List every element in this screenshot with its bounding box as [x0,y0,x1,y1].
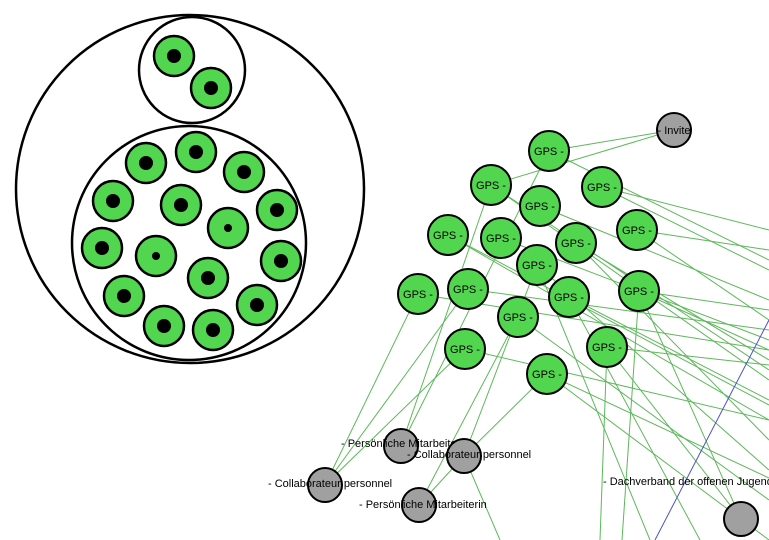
pack-member-node[interactable] [80,226,124,270]
edge-line [400,184,492,447]
gps-node-label: GPS - [525,201,555,213]
pack-member-node[interactable] [189,66,233,110]
entity-node-persoenliche-1[interactable]: - Persönliche Mitarbeiterin [341,428,469,464]
pack-member-node[interactable] [152,34,196,78]
gps-node-label: GPS - [534,146,564,158]
entity-node-label: - Invite [657,125,690,137]
gps-node-label: GPS - [532,369,562,381]
gps-node[interactable]: GPS - [548,276,590,318]
entity-node-label: - Persönliche Mitarbeiterin [359,499,487,511]
gps-node[interactable]: GPS - [497,296,539,338]
gps-node-label: GPS - [450,344,480,356]
gps-node[interactable]: GPS - [480,217,522,259]
gps-node-label: GPS - [622,225,652,237]
pack-member-node[interactable] [206,206,250,250]
pack-member-node[interactable] [102,274,146,318]
edge-line [621,290,640,540]
entity-node-persoenliche-2[interactable]: - Persönliche Mitarbeiterin [359,487,487,523]
pack-small-group-circle [137,15,247,125]
gps-node-label: GPS - [561,238,591,250]
edge-line [467,288,769,331]
pack-member-node[interactable] [222,150,266,194]
gps-node[interactable]: GPS - [447,268,489,310]
edge-line [599,346,608,540]
entity-node-collaborateur-2[interactable]: - Collaborateur personnel [407,438,531,474]
edge-line [490,129,675,186]
gps-node[interactable]: GPS - [470,164,512,206]
gps-node[interactable]: GPS - [516,244,558,286]
edge-line [601,186,769,271]
gps-node[interactable]: GPS - [397,273,439,315]
gps-node-label: GPS - [554,292,584,304]
edge-line [324,293,419,486]
edge-line [324,288,469,486]
gps-node-label: GPS - [503,312,533,324]
gps-node-label: GPS - [476,180,506,192]
pack-member-node[interactable] [124,141,168,185]
gps-node-label: GPS - [592,342,622,354]
gps-node[interactable]: GPS - [616,209,658,251]
pack-member-node[interactable] [259,239,303,283]
gps-node-label: GPS - [486,233,516,245]
edge-line [324,348,466,486]
gps-node-label: GPS - [522,260,552,272]
edge-line [463,264,538,457]
entity-node-collaborateur-1[interactable]: - Collaborateur personnel [268,467,392,503]
edge-line [447,234,769,406]
pack-member-node[interactable] [134,234,178,278]
network-nodes: GPS - GPS - GPS - GPS - GPS - GPS - GPS - GPS -… [268,112,769,537]
edge-line [568,296,769,401]
edge-line [539,205,769,301]
edge-line [654,319,769,540]
entity-node-label: - Collaborateur personnel [268,478,392,490]
gps-node[interactable]: GPS - [581,166,623,208]
gps-node[interactable]: GPS - [519,185,561,227]
edge-line [638,290,742,520]
gps-node[interactable]: GPS - [444,328,486,370]
edge-line [546,373,769,479]
gps-node[interactable]: GPS - [555,222,597,264]
pack-member-node[interactable] [235,283,279,327]
gps-node-label: GPS - [403,289,433,301]
pack-member-node[interactable] [255,188,299,232]
edge-line [636,229,769,251]
edge-line [636,229,769,321]
edge-line [606,346,742,520]
gps-node[interactable]: GPS - [618,270,660,312]
gps-node-label: GPS - [624,286,654,298]
circle-pack [14,13,366,365]
gps-node[interactable]: GPS - [427,214,469,256]
edge-line [575,242,769,441]
gps-node[interactable]: GPS - [528,130,570,172]
gps-node-label: GPS - [433,230,463,242]
pack-member-node[interactable] [91,179,135,223]
edge-line [638,290,769,351]
edge-line [548,129,675,152]
pack-member-node[interactable] [186,256,230,300]
edge-line [464,348,769,421]
entity-node-label: - Persönliche Mitarbeiterin [341,438,469,450]
gps-node-label: GPS - [453,284,483,296]
gps-node-label: GPS - [587,182,617,194]
edge-line [517,316,769,501]
edge-line [418,316,519,506]
edge-line [606,346,769,366]
edge-line [601,186,769,231]
gps-node[interactable]: GPS - [526,353,568,395]
pack-member-node[interactable] [142,304,186,348]
edge-line [548,150,769,261]
entity-node-label: - Dachverband der offenen Jugendar [603,476,769,488]
edge-line [638,290,769,311]
pack-member-node[interactable] [191,308,235,352]
gps-node[interactable]: GPS - [586,326,628,368]
entity-node-invite[interactable]: - Invite [656,112,692,148]
entity-node-dachverband[interactable]: - Dachverband der offenen Jugendar [603,476,769,537]
entity-node-label: - Collaborateur personnel [407,449,531,461]
pack-member-node[interactable] [159,183,203,227]
pack-member-node[interactable] [174,130,218,174]
